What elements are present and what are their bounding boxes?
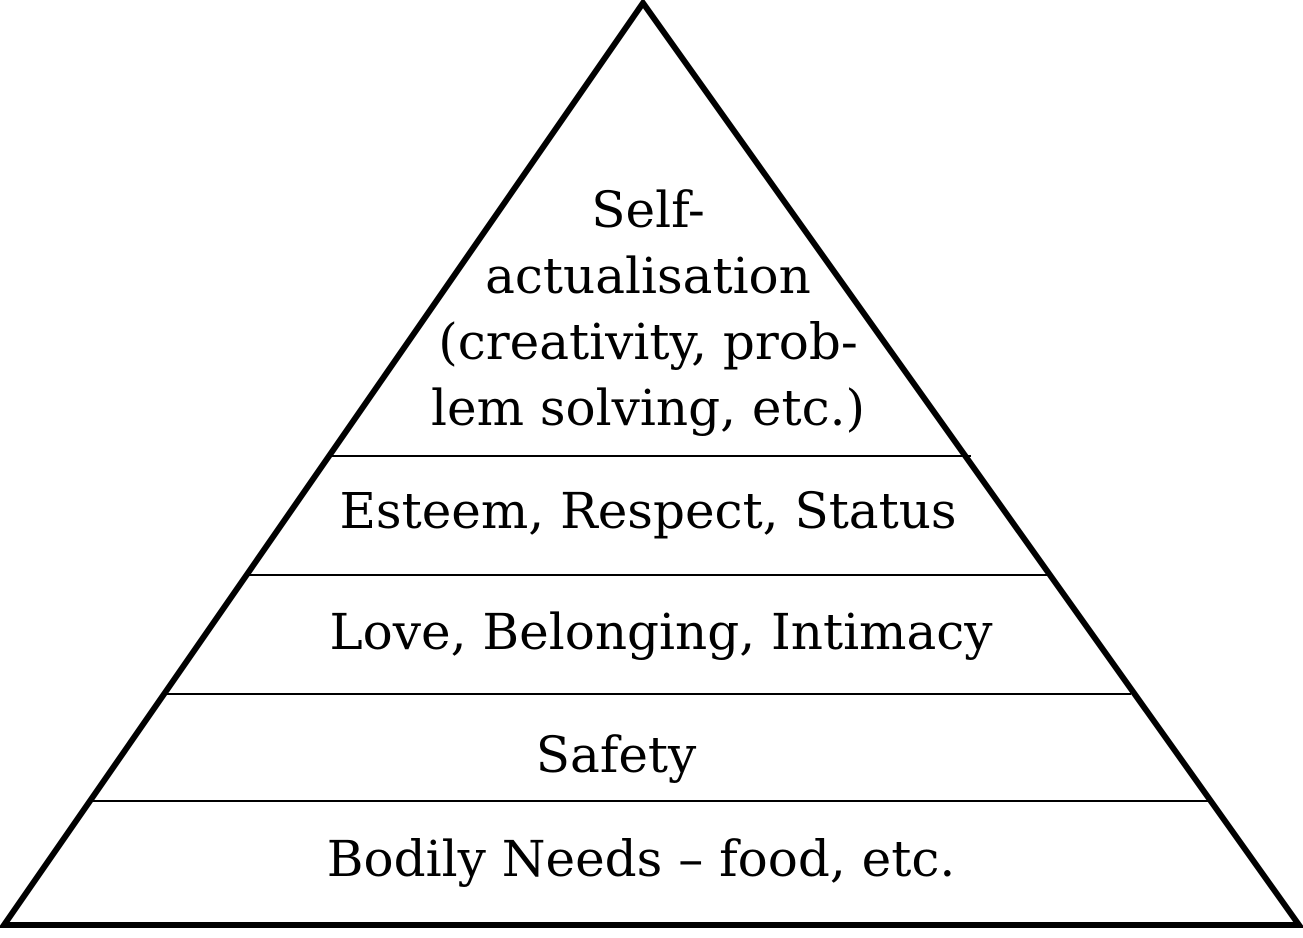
level-self-actualisation-line-2: actualisation <box>485 247 811 305</box>
level-bodily-needs-label: Bodily Needs – food, etc. <box>326 830 956 888</box>
level-esteem-label: Esteem, Respect, Status <box>339 482 957 540</box>
level-love: Love, Belonging, Intimacy <box>329 599 992 665</box>
level-safety: Safety <box>536 722 697 788</box>
level-self-actualisation-line-1: Self- <box>591 181 705 239</box>
level-love-label: Love, Belonging, Intimacy <box>329 603 993 661</box>
level-bodily-needs: Bodily Needs – food, etc. <box>327 826 955 892</box>
level-self-actualisation-line-3: (creativity, prob- <box>438 313 858 371</box>
level-self-actualisation: Self- actualisation (creativity, prob- l… <box>431 177 865 441</box>
level-safety-label: Safety <box>535 726 697 784</box>
level-self-actualisation-line-4: lem solving, etc.) <box>431 379 865 437</box>
level-esteem: Esteem, Respect, Status <box>339 478 956 544</box>
